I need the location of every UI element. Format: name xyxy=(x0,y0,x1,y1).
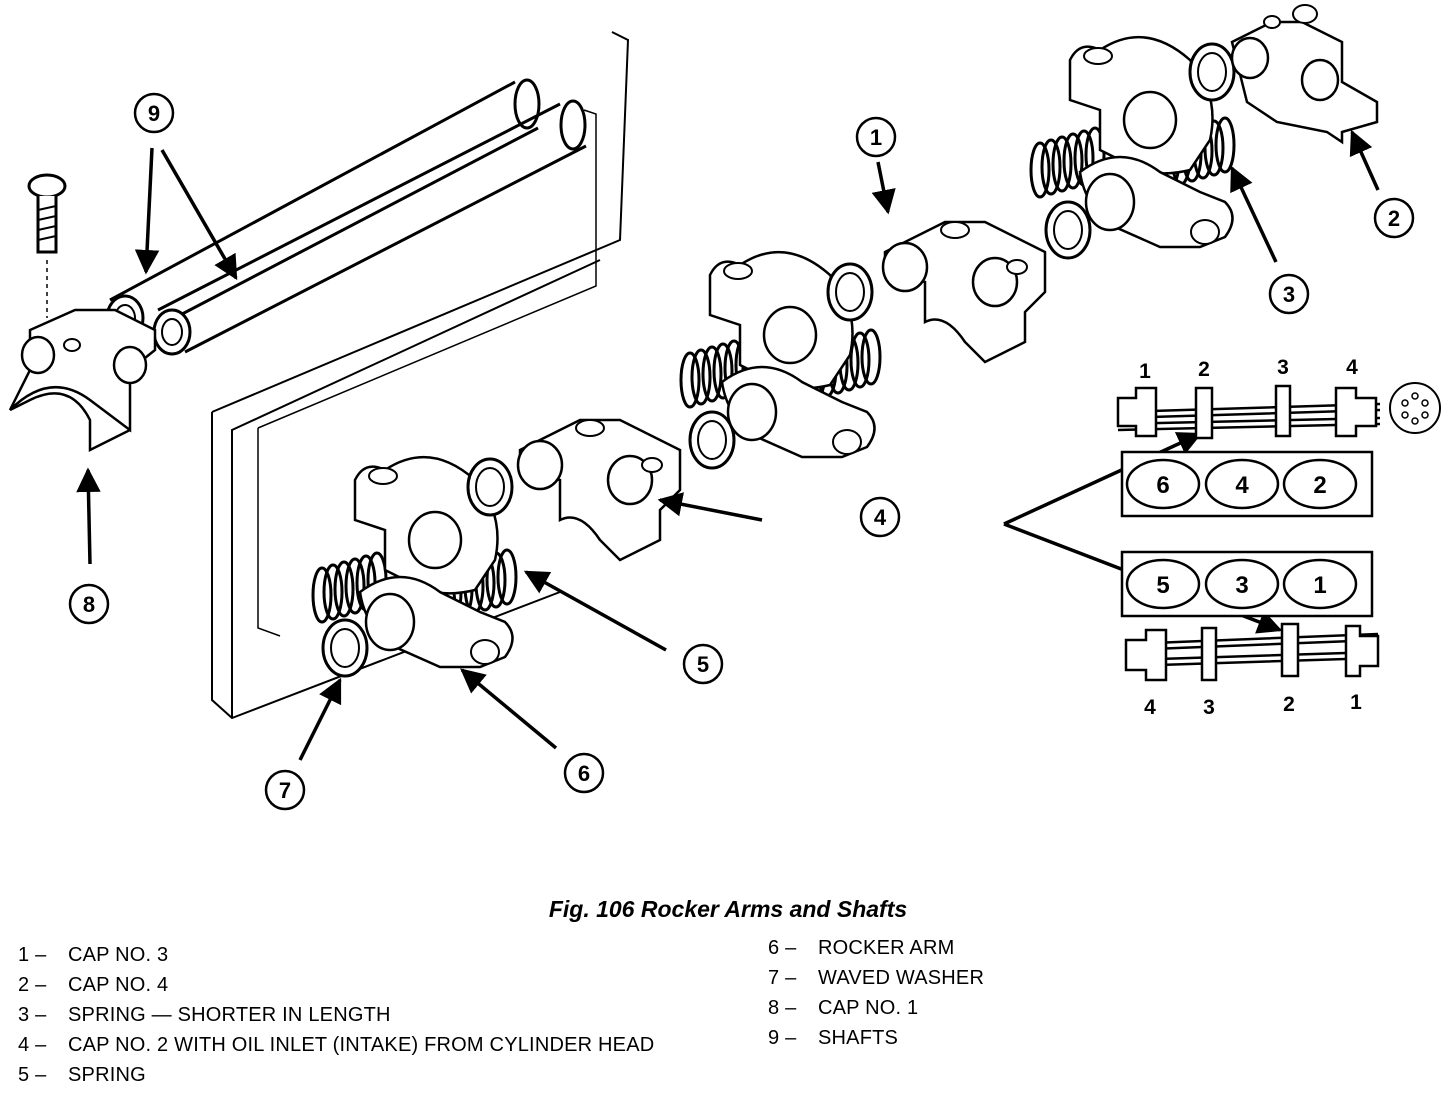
legend-item: 4 – CAP NO. 2 WITH OIL INLET (INTAKE) FR… xyxy=(18,1030,698,1060)
inset-bottom-seq-1: 1 xyxy=(1350,691,1362,714)
callout-8-label: 8 xyxy=(83,592,95,617)
callout-3-label: 3 xyxy=(1283,282,1295,307)
cap-no-1 xyxy=(8,308,157,453)
inset-bottom-seq-4: 4 xyxy=(1144,696,1156,719)
washer-upper-b xyxy=(1188,42,1236,102)
legend-left: 1 – CAP NO. 3 2 – CAP NO. 4 3 – SPRING —… xyxy=(18,940,698,1090)
cylinder-head-outline-inner xyxy=(257,109,597,637)
legend-text: SPRING xyxy=(68,1064,146,1086)
cylinder-4: 4 xyxy=(1235,472,1249,499)
figure-caption: Fig. 106 Rocker Arms and Shafts xyxy=(548,896,908,922)
callout-5: 5 xyxy=(682,643,724,685)
callout-6: 6 xyxy=(563,752,605,794)
cylinder-6: 6 xyxy=(1156,472,1169,499)
inset-top-seq-3: 3 xyxy=(1277,356,1289,379)
callout-9: 9 xyxy=(133,92,175,134)
leader-arrows xyxy=(76,129,1380,761)
callout-1-label: 1 xyxy=(870,125,882,150)
legend-text: ROCKER ARM xyxy=(818,937,955,959)
rocker-arm-middle-b xyxy=(720,365,876,459)
legend-item: 1 – CAP NO. 3 xyxy=(18,940,698,970)
legend-text: CAP NO. 4 xyxy=(68,974,169,996)
legend-number: 5 – xyxy=(18,1064,47,1086)
legend-item: 2 – CAP NO. 4 xyxy=(18,970,698,1000)
cap-no-3 xyxy=(881,220,1047,364)
callout-8: 8 xyxy=(68,583,110,625)
legend-number: 6 – xyxy=(768,937,797,959)
legend-number: 4 – xyxy=(18,1034,47,1056)
cap-no-4 xyxy=(1230,4,1379,145)
callout-2: 2 xyxy=(1373,197,1415,239)
cylinder-5: 5 xyxy=(1156,572,1169,599)
legend-number: 7 – xyxy=(768,967,797,989)
legend-item: 6 – ROCKER ARM xyxy=(768,933,1408,963)
legend-item: 8 – CAP NO. 1 xyxy=(768,993,1408,1023)
inset-top-seq-1: 1 xyxy=(1139,360,1151,383)
cylinder-1: 1 xyxy=(1313,572,1326,599)
rocker-arm-exploded-diagram: 1 2 3 4 5 6 7 8 9 1 2 3 4 xyxy=(8,4,1441,811)
legend-item: 5 – SPRING xyxy=(18,1060,698,1090)
inset-bottom-seq-3: 3 xyxy=(1203,696,1215,719)
waved-washer xyxy=(321,618,369,678)
legend-text: CAP NO. 3 xyxy=(68,944,169,966)
washer-middle-a xyxy=(688,410,736,470)
callout-7: 7 xyxy=(264,769,306,811)
callout-2-label: 2 xyxy=(1388,206,1400,231)
washer-middle-b xyxy=(826,262,874,322)
inset-top-cylinder-row: 6 4 2 xyxy=(1120,450,1374,518)
cylinder-3: 3 xyxy=(1235,572,1248,599)
legend-number: 3 – xyxy=(18,1004,47,1026)
washer-upper-a xyxy=(1044,200,1092,260)
legend-number: 8 – xyxy=(768,997,797,1019)
legend-text: CAP NO. 1 xyxy=(818,997,919,1019)
callout-4: 4 xyxy=(859,496,901,538)
legend-item: 9 – SHAFTS xyxy=(768,1023,1408,1053)
inset-bottom-seq-2: 2 xyxy=(1283,693,1295,716)
legend-item: 7 – WAVED WASHER xyxy=(768,963,1408,993)
callout-1: 1 xyxy=(855,116,897,158)
callout-7-label: 7 xyxy=(279,778,291,803)
callout-9-label: 9 xyxy=(148,101,160,126)
inset-top-shaft xyxy=(1116,384,1381,440)
legend-item: 3 – SPRING — SHORTER IN LENGTH xyxy=(18,1000,698,1030)
legend-number: 2 – xyxy=(18,974,47,996)
rocker-arm-6 xyxy=(358,575,514,669)
inset-top-seq-4: 4 xyxy=(1346,356,1358,379)
legend-text: SHAFTS xyxy=(818,1027,899,1049)
rocker-shafts xyxy=(105,78,587,356)
inset-bottom-cylinder-row: 5 3 1 xyxy=(1120,550,1374,618)
callout-4-label: 4 xyxy=(874,505,887,530)
cylinder-2: 2 xyxy=(1313,472,1326,499)
cap-position-inset: 1 2 3 4 6 4 2 5 3 1 xyxy=(1116,356,1441,719)
legend-number: 9 – xyxy=(768,1027,797,1049)
callout-6-label: 6 xyxy=(578,761,590,786)
callout-3: 3 xyxy=(1268,273,1310,315)
legend-text: CAP NO. 2 WITH OIL INLET (INTAKE) FROM C… xyxy=(68,1034,655,1056)
inset-top-seq-2: 2 xyxy=(1198,358,1210,381)
legend-number: 1 – xyxy=(18,944,47,966)
legend-text: SPRING — SHORTER IN LENGTH xyxy=(68,1004,391,1026)
legend-text: WAVED WASHER xyxy=(818,967,985,989)
cap-bolt xyxy=(27,173,67,318)
callout-5-label: 5 xyxy=(697,652,709,677)
cap-no-2 xyxy=(516,418,682,562)
inset-bottom-shaft xyxy=(1124,622,1380,682)
cylinder-head-outline xyxy=(211,31,630,720)
washer-lower xyxy=(466,457,514,517)
legend-right: 6 – ROCKER ARM 7 – WAVED WASHER 8 – CAP … xyxy=(768,933,1408,1053)
inset-oil-holes xyxy=(1389,382,1441,434)
